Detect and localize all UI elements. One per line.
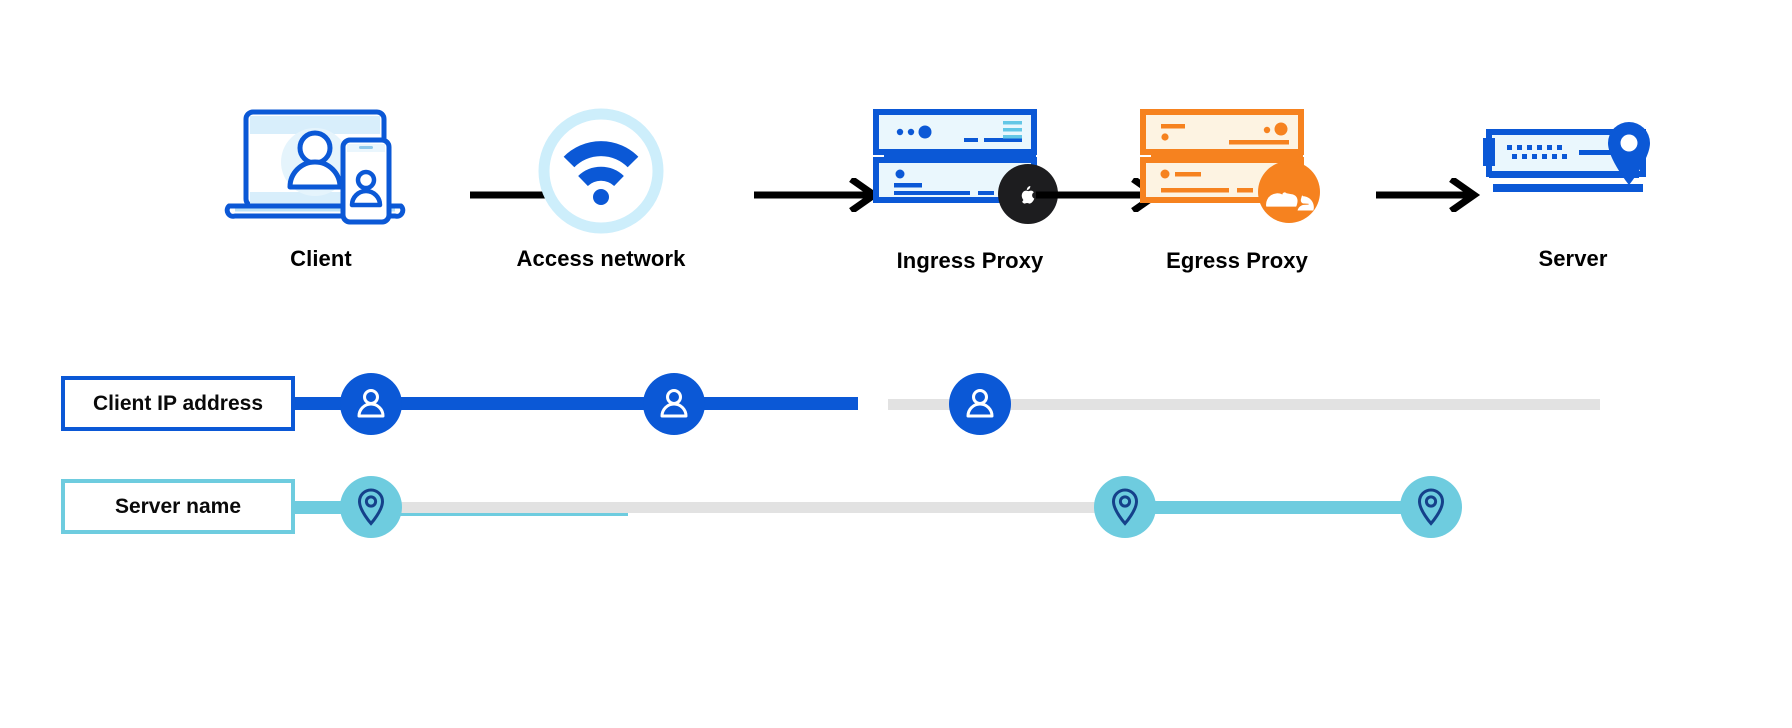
flow-node-ingress-proxy[interactable]: Ingress Proxy (850, 108, 1090, 274)
track-marker-pin-server[interactable] (1400, 476, 1462, 538)
location-pin-icon (1111, 488, 1139, 526)
flow-node-label: Access network (516, 246, 686, 271)
egress-server-rack-icon (1112, 108, 1362, 238)
person-icon (966, 389, 994, 418)
track-server-name: Server name (0, 463, 1792, 553)
track-label-text: Server name (114, 494, 242, 518)
track-marker-person-client[interactable] (340, 373, 402, 435)
track-marker-pin-client[interactable] (340, 476, 402, 538)
track-label-server-name: Server name (61, 479, 295, 534)
track-marker-pin-egress-proxy[interactable] (1094, 476, 1156, 538)
arrow-right-icon (1374, 176, 1484, 217)
track-segment-hint-underline (360, 513, 628, 516)
track-label-text: Client IP address (92, 391, 263, 415)
track-segment-active (250, 397, 858, 410)
wifi-circle-icon (476, 108, 726, 238)
flow-node-label: Egress Proxy (1166, 248, 1308, 273)
location-pin-icon (357, 488, 385, 526)
flow-node-label: Ingress Proxy (896, 248, 1044, 273)
ingress-server-rack-icon (850, 108, 1090, 238)
person-icon (357, 389, 385, 418)
track-marker-person-ingress-proxy[interactable] (949, 373, 1011, 435)
person-icon (660, 389, 688, 418)
flow-node-server[interactable]: Server (1448, 108, 1698, 272)
client-device-icon (196, 108, 446, 238)
track-segment-inactive (888, 399, 1600, 410)
flow-node-label: Client (290, 246, 352, 271)
track-segment-active-end (1155, 501, 1425, 514)
flow-node-label: Server (1538, 246, 1608, 271)
track-segment-inactive (360, 502, 1132, 513)
location-pin-icon (1417, 488, 1445, 526)
flow-node-client[interactable]: Client (196, 108, 446, 272)
track-label-client-ip-address: Client IP address (61, 376, 295, 431)
track-client-ip-address: Client IP address (0, 360, 1792, 450)
server-pin-icon (1448, 108, 1698, 238)
track-marker-person-access-network[interactable] (643, 373, 705, 435)
flow-node-egress-proxy[interactable]: Egress Proxy (1112, 108, 1362, 274)
flow-node-access-network[interactable]: Access network (476, 108, 726, 272)
